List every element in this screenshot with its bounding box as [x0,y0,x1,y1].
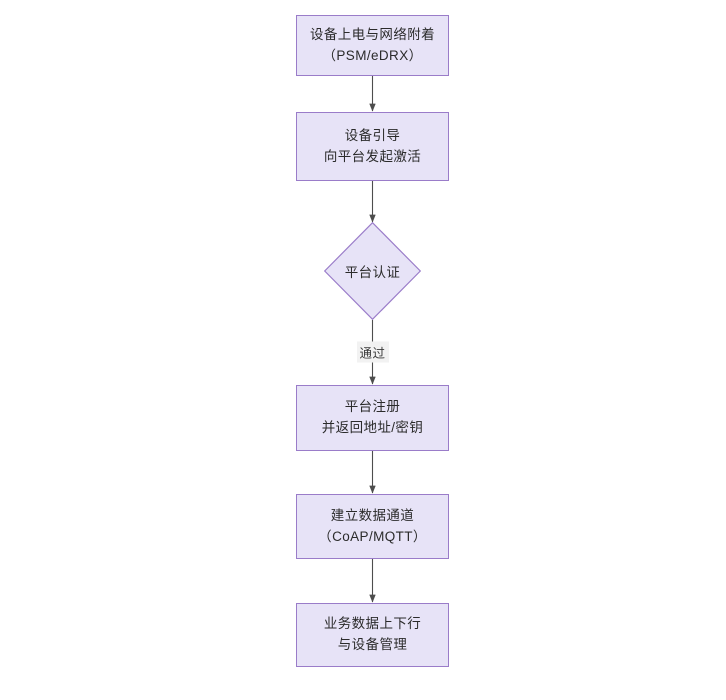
node-bootstrap-line-1: 设备引导 [344,127,401,143]
node-platform-auth[interactable]: 平台认证 [324,222,421,320]
diamond-shape [324,222,421,320]
node-data-channel[interactable]: 建立数据通道 （CoAP/MQTT） [296,494,449,559]
node-power-on-line-1: 设备上电与网络附着 [309,26,436,42]
node-data-channel-line-1: 建立数据通道 [330,507,415,523]
node-service-data-line-1: 业务数据上下行 [323,616,422,632]
edge-label-pass: 通过 [356,341,389,363]
node-bootstrap[interactable]: 设备引导 向平台发起激活 [296,112,449,181]
node-bootstrap-line-2: 向平台发起激活 [323,148,422,164]
node-platform-register-line-2: 并返回地址/密钥 [321,420,424,435]
node-service-data-line-2: 与设备管理 [337,637,408,652]
node-platform-auth-label: 平台认证 [344,265,401,280]
node-service-data[interactable]: 业务数据上下行 与设备管理 [296,603,449,667]
node-power-on[interactable]: 设备上电与网络附着 （PSM/eDRX） [296,15,449,76]
node-data-channel-line-2: （CoAP/MQTT） [318,528,427,544]
node-power-on-line-2: （PSM/eDRX） [322,47,423,63]
node-platform-register-line-1: 平台注册 [344,399,401,415]
node-platform-register[interactable]: 平台注册 并返回地址/密钥 [296,385,449,451]
